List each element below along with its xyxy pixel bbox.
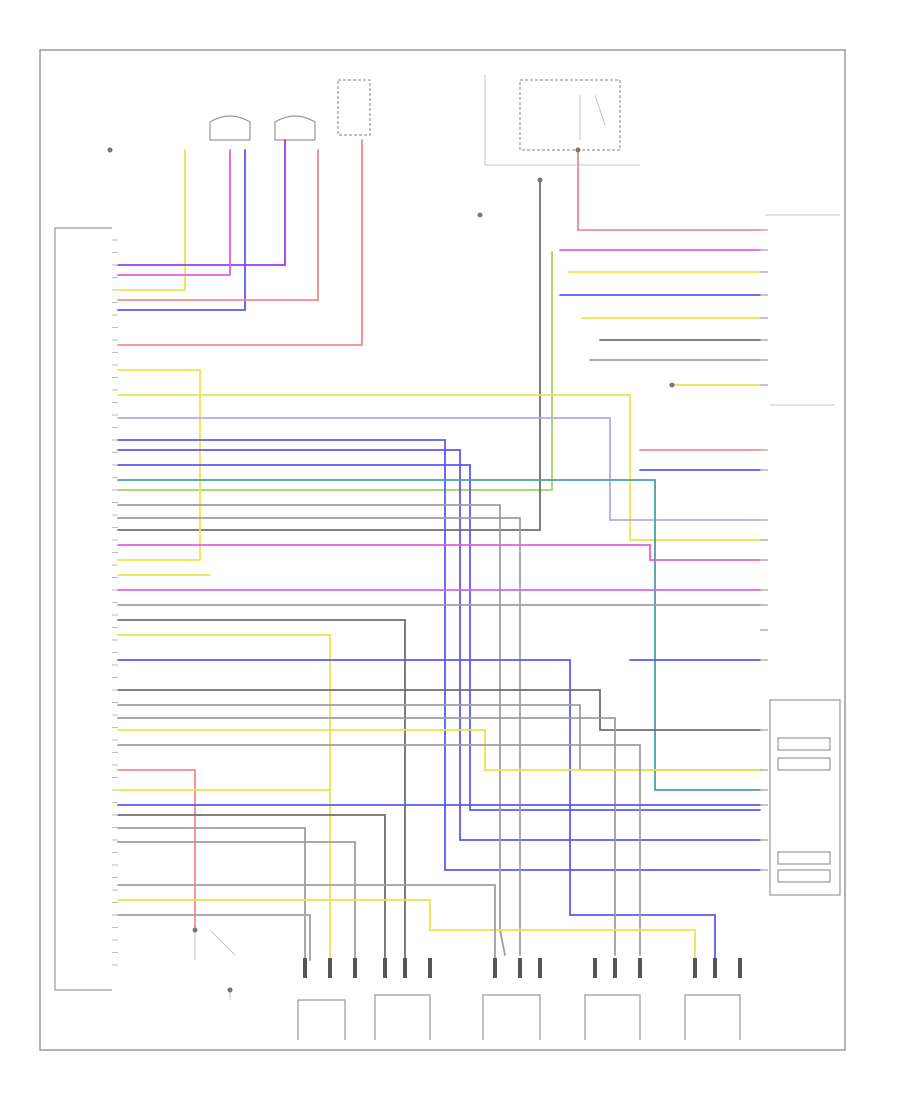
sensor-pin [353,958,357,978]
wire-1 [117,149,186,291]
wire-27 [117,517,521,956]
sensor-pin [303,958,307,978]
wire-44 [117,814,386,961]
wire-layer [117,139,761,961]
right-module-switch-2 [777,757,831,771]
sensor-pin [613,958,617,978]
sensor-housing-4 [584,994,641,1040]
sensor-pin [328,958,332,978]
splice-dot [575,147,581,153]
wire-20 [117,439,761,871]
right-module-switch-1 [777,737,831,751]
wire-32 [117,619,406,961]
wire-40 [117,744,641,956]
wire-46 [117,841,356,961]
wire-13 [117,179,541,531]
splice-dot [537,177,543,183]
top-fuse-box [337,79,371,136]
right-module-switch-4 [777,869,831,883]
sensor-pin [428,958,432,978]
wire-23 [117,464,761,811]
sensor-housing-2 [374,994,431,1040]
wire-4 [117,149,319,301]
top-relay-box [519,79,621,151]
sensor-pin [693,958,697,978]
right-module-switch-3 [777,851,831,865]
relay-ground-bus [484,75,640,166]
wire-2 [117,149,246,311]
wire-18 [117,394,761,541]
sensor-pin [638,958,642,978]
connector-pin-layer [107,147,768,993]
wire-38 [117,717,616,956]
wire-37 [117,704,761,771]
sensor-housing-3 [482,994,541,1040]
control-module-outline [54,227,112,991]
front-left-sensor-housing [209,115,251,141]
wire-36 [117,689,761,731]
splice-dot [192,927,198,933]
sensor-pin [403,958,407,978]
splice-dot [107,147,113,153]
sensor-housing-1 [297,999,346,1040]
splice-dot [477,212,483,218]
wire-47 [117,899,696,961]
right-side-module [769,699,841,896]
splice-dot [227,987,233,993]
sensor-housing-5 [684,994,741,1040]
wire-49 [117,884,496,961]
diagram-frame [39,49,846,1051]
wire-9 [117,251,553,491]
wire-28 [117,544,761,561]
wire-48 [117,914,311,961]
sensor-pin [593,958,597,978]
wire-39 [117,729,761,771]
relay-contact [579,94,606,140]
sensor-pin [738,958,742,978]
wire-34 [117,659,716,961]
wire-3 [117,139,286,266]
front-right-sensor-housing [274,115,316,141]
sensor-pin [383,958,387,978]
wire-41 [117,769,196,931]
wire-7 [577,149,761,231]
wire-24 [117,479,761,791]
splice-dot [669,382,675,388]
wire-5 [117,139,363,346]
wire-33 [117,634,331,961]
wire-45 [117,827,306,961]
wire-19 [117,417,761,521]
sensor-pin [518,958,522,978]
sensor-pin [538,958,542,978]
wire-21 [117,449,761,841]
sensor-pin [713,958,717,978]
wire-6 [117,149,231,276]
sensor-pin [493,958,497,978]
